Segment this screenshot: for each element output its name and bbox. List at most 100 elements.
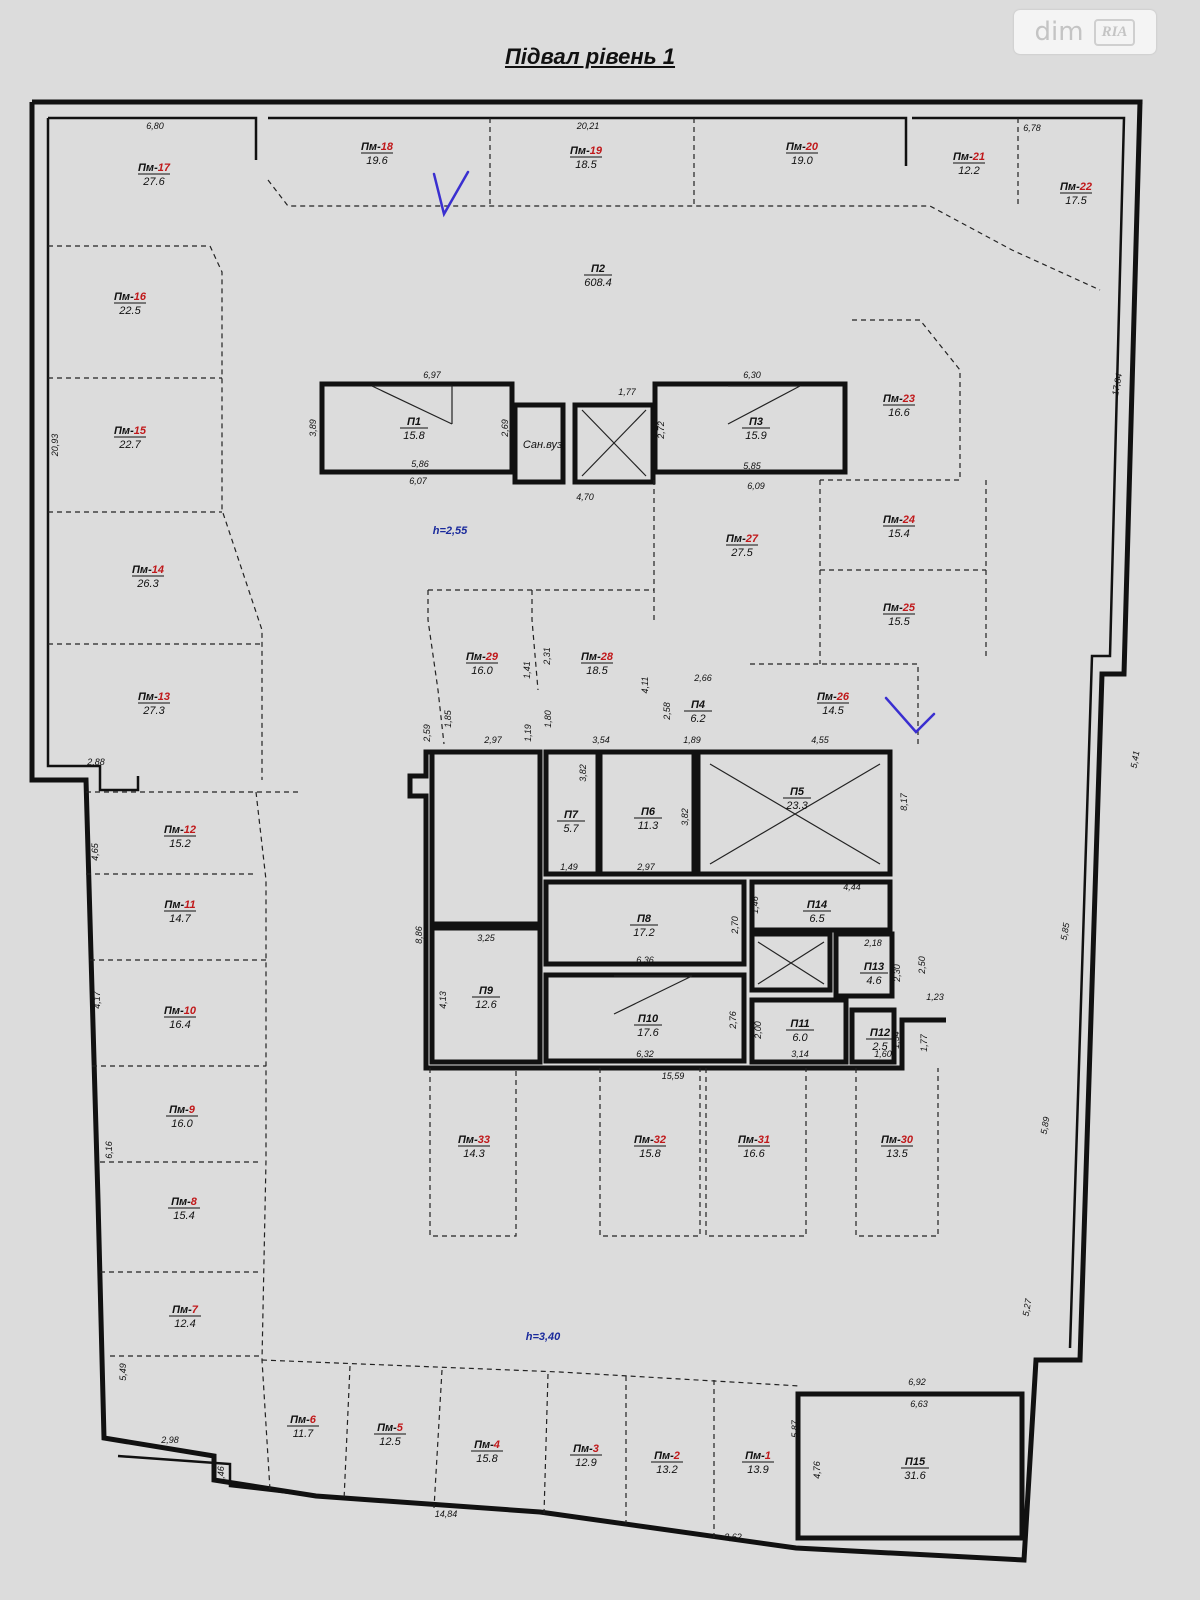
dimension-label: 4,13 [438,991,448,1009]
dimension-label: 6,32 [636,1049,654,1059]
dimension-label: 6,63 [910,1399,928,1409]
storage-room-area: 16.4 [169,1019,190,1031]
dimension-label: 6,09 [747,481,765,491]
service-room-area: 11.3 [638,820,659,832]
storage-room-area: 12.4 [174,1318,195,1330]
dimension-label: 2,58 [662,702,672,721]
storage-room-label: Пм-4 [474,1439,500,1451]
storage-room-area: 13.5 [886,1148,908,1160]
dimension-label: 5,85 [743,461,762,471]
dimension-label: 2,59 [422,724,432,743]
service-room-label: П10 [638,1013,659,1025]
storage-room-area: 22.5 [118,305,141,317]
storage-room-label: Пм-33 [458,1134,490,1146]
dimension-label: 2,69 [500,419,510,438]
dimension-label: 6,16 [104,1141,114,1159]
service-room-P7: П75.7 [557,809,585,835]
storage-room-label: Пм-27 [726,533,759,545]
storage-room-label: Пм-12 [164,824,196,836]
storage-room-area: 16.0 [471,665,493,677]
service-room-area: 6.2 [690,713,705,725]
storage-room-2: Пм-213.2 [651,1450,683,1476]
dimension-label: 4,76 [812,1461,822,1479]
storage-room-label: Пм-15 [114,425,147,437]
dimension-label: 5,85 [1059,921,1072,941]
dimension-label: 1,19 [523,724,533,742]
dimension-label: 5,89 [1039,1116,1052,1135]
dimension-label: 1,89 [683,735,701,745]
dimension-label: 2,97 [636,862,656,872]
service-room-label: П6 [641,806,656,818]
dimension-label: 1,23 [926,992,944,1002]
core-walls [319,381,1025,1541]
storage-room-area: 12.9 [575,1457,596,1469]
dimension-label: 3,62 [724,1532,742,1542]
service-room-label: П8 [637,913,652,925]
dimension-label: 5,87 [790,1419,800,1438]
dimension-label: 2,30 [892,964,902,983]
dimension-label: 1,60 [874,1049,892,1059]
storage-room-label: Пм-25 [883,602,916,614]
storage-room-label: Пм-5 [377,1422,404,1434]
storage-partitions [48,118,1101,1540]
storage-room-label: Пм-13 [138,691,170,703]
room-tag-sanuzel: Сан.вуз. [523,439,565,451]
storage-room-label: Пм-18 [361,141,394,153]
service-room-area: 23.3 [785,800,808,812]
service-room-label: П2 [591,263,605,275]
service-room-area: 17.6 [637,1027,659,1039]
dimension-label: 2,50 [917,956,927,975]
storage-room-label: Пм-11 [164,899,195,911]
storage-room-area: 15.8 [476,1453,498,1465]
storage-room-area: 12.2 [958,165,979,177]
dimension-label: 6,36 [636,955,654,965]
storage-room-7: Пм-7 12.4 [169,1304,201,1330]
dimension-label: 2,88 [86,757,105,767]
dimension-label: 4,55 [811,735,830,745]
storage-room-label: Пм-19 [570,145,603,157]
storage-room-label: Пм-29 [466,651,499,663]
dimension-label: 6,92 [908,1377,926,1387]
storage-room-5: Пм-512.5 [374,1422,406,1448]
dimension-label: 1,80 [543,710,553,728]
dimension-label: 5,49 [118,1363,128,1381]
ceiling-heights: h=2,55h=3,40 [433,525,561,1343]
dimension-label: 2,98 [160,1435,179,1445]
storage-room-label: Пм-7 [172,1304,199,1316]
storage-room-area: 13.2 [656,1464,677,1476]
storage-room-area: 27.5 [730,547,753,559]
service-room-label: П14 [807,899,827,911]
service-room-label: П7 [564,809,579,821]
ceiling-height-h2: h=3,40 [526,1331,561,1343]
service-room-area: 4.6 [866,975,882,987]
service-room-label: П12 [870,1027,890,1039]
dimension-label: 2,76 [728,1011,738,1030]
elevator-shafts [581,409,881,985]
dimension-label: 2,97 [483,735,503,745]
hand-check-marks [432,170,936,734]
service-room-area: 6.5 [809,913,825,925]
storage-room-area: 14.5 [822,705,844,717]
service-room-label: П4 [691,699,705,711]
dimension-label: 6,30 [743,370,761,380]
dimension-label: 4,70 [576,492,594,502]
storage-room-label: Пм-1 [745,1450,771,1462]
dimension-label: 3,14 [791,1049,809,1059]
